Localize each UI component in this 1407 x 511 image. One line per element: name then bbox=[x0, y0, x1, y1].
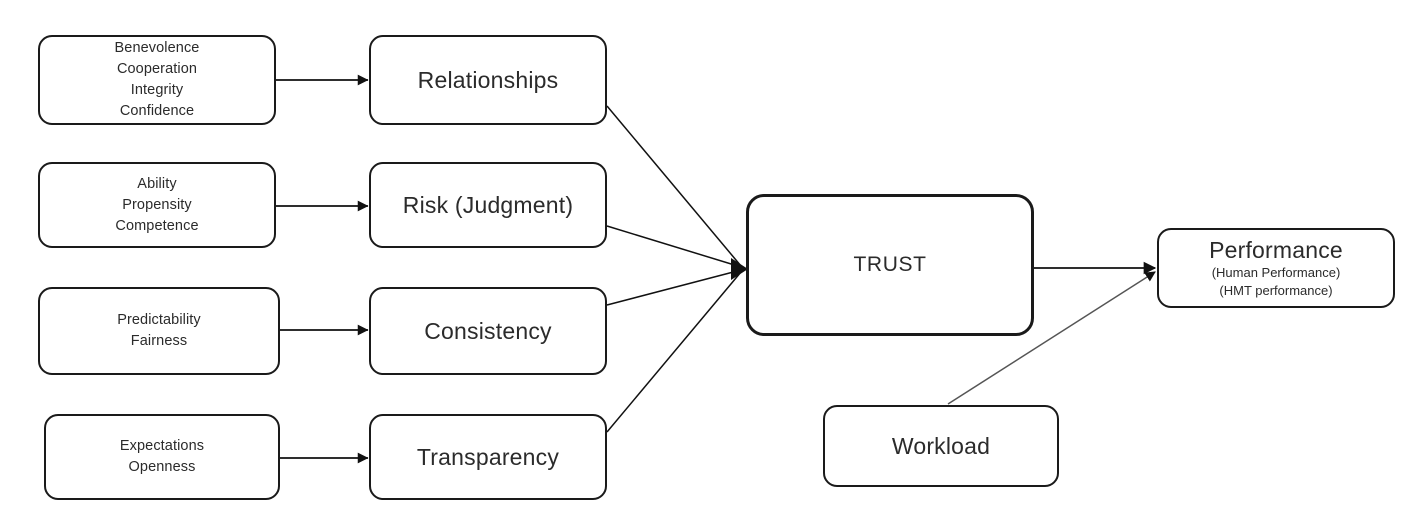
antecedent-line: Cooperation bbox=[116, 61, 198, 77]
performance-text: Performance (Human Performance) (HMT per… bbox=[1209, 236, 1343, 300]
dimension-box-consistency[interactable]: Consistency bbox=[369, 287, 607, 375]
arrow-relationships-to-trust bbox=[606, 105, 742, 267]
performance-box[interactable]: Performance (Human Performance) (HMT per… bbox=[1157, 228, 1395, 308]
antecedent-line: Benevolence bbox=[114, 40, 200, 56]
dimension-label: Consistency bbox=[424, 318, 552, 344]
antecedent-line: Confidence bbox=[119, 103, 195, 119]
antecedent-box-risk[interactable]: Ability Propensity Competence bbox=[38, 162, 276, 248]
dimension-label: Transparency bbox=[416, 444, 560, 470]
antecedent-line: Openness bbox=[128, 459, 196, 475]
antecedent-transparency-text: Expectations Openness bbox=[120, 436, 204, 478]
performance-sub-line: (Human Performance) bbox=[1211, 265, 1341, 280]
antecedent-line: Ability bbox=[137, 175, 177, 192]
dimension-box-transparency[interactable]: Transparency bbox=[369, 414, 607, 500]
antecedent-risk-text: Ability Propensity Competence bbox=[115, 174, 198, 237]
dimension-label: Relationships bbox=[417, 67, 559, 93]
dimension-label: Risk (Judgment) bbox=[402, 192, 574, 218]
performance-sub-line: (HMT performance) bbox=[1219, 283, 1333, 298]
antecedent-line: Fairness bbox=[130, 333, 188, 349]
antecedent-line: Propensity bbox=[122, 196, 192, 213]
antecedent-consistency-text: Predictability Fairness bbox=[117, 310, 201, 352]
performance-label: Performance bbox=[1209, 237, 1343, 263]
antecedent-box-relationships[interactable]: Benevolence Cooperation Integrity Confid… bbox=[38, 35, 276, 125]
arrow-consistency-to-trust bbox=[606, 269, 742, 306]
dimension-box-relationships[interactable]: Relationships bbox=[369, 35, 607, 125]
workload-label: Workload bbox=[891, 433, 991, 459]
antecedent-box-transparency[interactable]: Expectations Openness bbox=[44, 414, 280, 500]
antecedent-line: Predictability bbox=[117, 312, 201, 328]
trust-box[interactable]: TRUST bbox=[746, 194, 1034, 336]
workload-box[interactable]: Workload bbox=[823, 405, 1059, 487]
arrow-risk-to-trust bbox=[606, 225, 742, 268]
antecedent-relationships-text: Benevolence Cooperation Integrity Confid… bbox=[115, 38, 200, 122]
antecedent-line: Integrity bbox=[130, 82, 184, 98]
arrow-transparency-to-trust bbox=[606, 271, 742, 433]
antecedent-line: Expectations bbox=[119, 438, 205, 454]
trust-label: TRUST bbox=[853, 253, 927, 276]
antecedent-box-consistency[interactable]: Predictability Fairness bbox=[38, 287, 280, 375]
antecedent-line: Competence bbox=[115, 217, 199, 234]
dimension-box-risk[interactable]: Risk (Judgment) bbox=[369, 162, 607, 248]
